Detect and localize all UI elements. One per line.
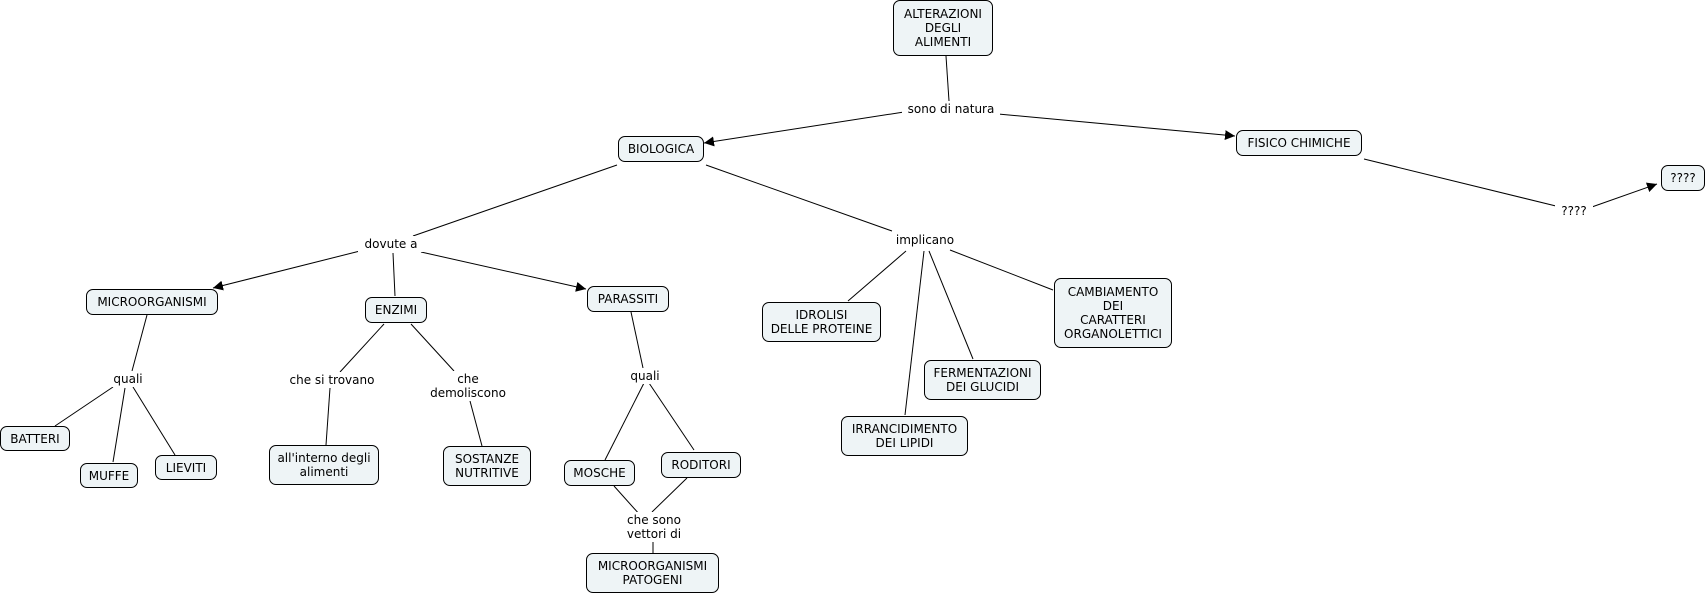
link-microorganismi-quali xyxy=(131,314,148,372)
link-quali-mosche xyxy=(604,382,645,461)
link-implicano-cambiamento xyxy=(949,249,1054,291)
link-phrase-dovute-a: dovute a xyxy=(358,236,424,252)
link-phrase-quali-parassiti: quali xyxy=(625,368,665,384)
link-implicano-irrancidimento xyxy=(904,250,925,416)
concept-fisico-chimiche[interactable]: FISICO CHIMICHE xyxy=(1236,130,1362,156)
link-enzimi-che-demoliscono xyxy=(410,323,455,372)
link-root-sono-di-natura xyxy=(945,55,950,102)
link-unknown-link-unknown xyxy=(1588,182,1658,209)
link-sono-di-natura-fisico-chimiche xyxy=(997,113,1236,141)
link-dovute-a-enzimi xyxy=(392,252,396,297)
link-biologica-implicano xyxy=(705,164,893,232)
link-quali-roditori xyxy=(648,382,695,451)
link-parassiti-quali xyxy=(630,311,644,369)
concept-fermentazioni-dei-glucidi[interactable]: FERMENTAZIONI DEI GLUCIDI xyxy=(924,360,1041,400)
concept-microorganismi[interactable]: MICROORGANISMI xyxy=(86,289,218,315)
link-sono-di-natura-biologica xyxy=(703,111,905,147)
concept-muffe[interactable]: MUFFE xyxy=(80,463,138,488)
link-fisico-chimiche-unknown-link xyxy=(1363,158,1561,208)
concept-enzimi[interactable]: ENZIMI xyxy=(365,297,427,323)
concept-unknown[interactable]: ???? xyxy=(1661,165,1705,191)
link-phrase-che-sono-vettori-di: che sono vettori di xyxy=(618,512,690,542)
concept-sostanze-nutritive[interactable]: SOSTANZE NUTRITIVE xyxy=(443,446,531,486)
link-dovute-a-microorganismi xyxy=(212,250,361,291)
concept-parassiti[interactable]: PARASSITI xyxy=(587,286,669,312)
link-implicano-idrolisi xyxy=(847,250,907,302)
link-phrase-implicano: implicano xyxy=(890,232,960,248)
concept-alterazioni-degli-alimenti[interactable]: ALTERAZIONI DEGLI ALIMENTI xyxy=(893,0,993,56)
link-quali-batteri xyxy=(54,386,114,427)
link-enzimi-che-si-trovano xyxy=(339,323,385,373)
link-phrase-che-demoliscono: che demoliscono xyxy=(426,371,510,401)
link-roditori-che-sono-vettori-di xyxy=(651,477,688,513)
link-phrase-quali-microorganismi: quali xyxy=(108,371,148,387)
concept-microorganismi-patogeni[interactable]: MICROORGANISMI PATOGENI xyxy=(586,553,719,593)
concept-batteri[interactable]: BATTERI xyxy=(0,426,70,451)
concept-irrancidimento-dei-lipidi[interactable]: IRRANCIDIMENTO DEI LIPIDI xyxy=(841,416,968,456)
concept-interno-degli-alimenti[interactable]: all'interno degli alimenti xyxy=(269,445,379,485)
link-phrase-sono-di-natura: sono di natura xyxy=(902,101,1000,117)
link-quali-lieviti xyxy=(132,386,176,456)
concept-biologica[interactable]: BIOLOGICA xyxy=(618,136,704,162)
link-quali-muffe xyxy=(112,387,126,463)
link-che-demoliscono-sostanze xyxy=(469,400,483,447)
link-che-si-trovano-interno xyxy=(325,387,331,446)
link-biologica-dovute-a xyxy=(412,164,618,237)
link-dovute-a-parassiti xyxy=(420,251,587,292)
link-phrase-che-si-trovano: che si trovano xyxy=(283,372,381,388)
concept-cambiamento-caratteri-organolettici[interactable]: CAMBIAMENTO DEI CARATTERI ORGANOLETTICI xyxy=(1054,278,1172,348)
link-phrase-unknown: ???? xyxy=(1555,203,1593,219)
concept-roditori[interactable]: RODITORI xyxy=(661,452,741,478)
concept-idrolisi-delle-proteine[interactable]: IDROLISI DELLE PROTEINE xyxy=(762,302,881,342)
link-mosche-che-sono-vettori-di xyxy=(613,485,641,516)
concept-lieviti[interactable]: LIEVITI xyxy=(155,455,217,480)
link-implicano-fermentazioni xyxy=(928,250,974,360)
concept-mosche[interactable]: MOSCHE xyxy=(564,460,635,486)
